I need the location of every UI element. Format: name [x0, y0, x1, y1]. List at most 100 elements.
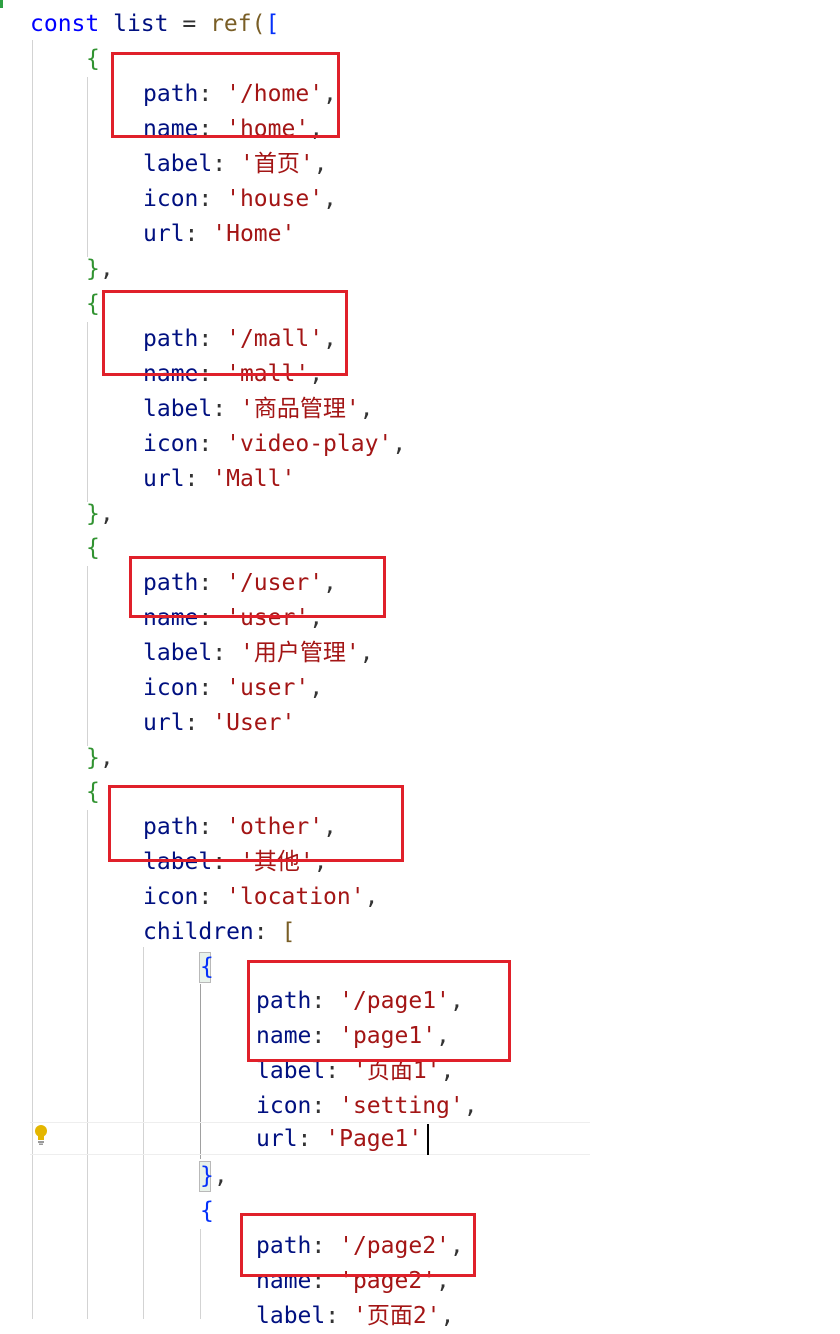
annotation-box-user [129, 556, 386, 618]
prop-value-icon: 'location' [226, 884, 365, 910]
code-line[interactable]: }, [86, 745, 114, 771]
indent-guide [32, 40, 33, 1319]
prop-key-icon: icon [143, 675, 199, 701]
prop-key-label: label [143, 849, 213, 875]
code-line[interactable]: { [200, 1194, 784, 1229]
code-line[interactable]: }, [86, 501, 114, 527]
close-brace: } [86, 256, 100, 282]
open-paren: ( [251, 11, 266, 37]
prop-value-path: 'other' [226, 814, 324, 840]
open-brace: { [86, 779, 100, 805]
prop-value-label: '其他' [239, 849, 314, 875]
prop-value-label: '商品管理' [239, 396, 360, 422]
code-line-current[interactable]: url: 'Page1' [256, 1126, 423, 1152]
code-line[interactable]: label: '用户管理', [143, 640, 374, 666]
prop-key-label: label [256, 1058, 326, 1084]
code-line[interactable]: { [86, 531, 670, 566]
code-line[interactable]: path: '/page2', [256, 1233, 464, 1259]
indent-guide-active [200, 984, 201, 1159]
code-line[interactable]: children: [ [143, 919, 296, 945]
code-line[interactable]: label: '其他', [143, 849, 328, 875]
code-line[interactable]: path: '/mall', [143, 326, 337, 352]
prop-value-label: '页面2' [352, 1303, 441, 1329]
bracket-match-close [199, 1161, 211, 1192]
code-line[interactable]: path: 'other', [143, 814, 337, 840]
prop-key-name: name [256, 1023, 312, 1049]
open-children-bracket: [ [281, 919, 296, 945]
prop-value-icon: 'user' [226, 675, 310, 701]
git-change-marker [0, 0, 3, 8]
code-line[interactable]: icon: 'video-play', [143, 431, 407, 457]
prop-key-name: name [256, 1268, 312, 1294]
prop-value-label: '页面1' [352, 1058, 441, 1084]
bracket-match-open [199, 952, 211, 983]
code-line[interactable]: url: 'Home' [143, 221, 296, 247]
prop-key-icon: icon [143, 431, 199, 457]
code-line[interactable]: label: '页面1', [256, 1058, 455, 1084]
prop-key-icon: icon [143, 884, 199, 910]
prop-value-url: 'User' [212, 710, 296, 736]
prop-key-icon: icon [143, 186, 199, 212]
prop-value-name: 'user' [226, 605, 310, 631]
code-line-declaration[interactable]: const list = ref([ [30, 7, 614, 42]
prop-key-icon: icon [256, 1093, 312, 1119]
code-line[interactable]: url: 'User' [143, 710, 296, 736]
code-line[interactable]: name: 'page1', [256, 1023, 450, 1049]
prop-key-label: label [256, 1303, 326, 1329]
code-line[interactable]: name: 'user', [143, 605, 324, 631]
annotation-box-home [111, 52, 340, 138]
open-brace: { [86, 46, 100, 72]
code-line[interactable]: label: '商品管理', [143, 396, 374, 422]
keyword-const: const [30, 11, 100, 37]
lightbulb-icon[interactable] [34, 1124, 48, 1146]
prop-key-url: url [143, 710, 185, 736]
open-brace: { [200, 1198, 214, 1224]
prop-key-url: url [143, 466, 185, 492]
annotation-box-page2 [240, 1213, 476, 1277]
indent-guide [87, 810, 88, 1319]
indent-guide [87, 77, 88, 257]
function-name: ref [210, 11, 252, 37]
code-line[interactable]: label: '首页', [143, 151, 328, 177]
prop-key-path: path [143, 814, 199, 840]
code-line[interactable]: { [200, 950, 784, 985]
open-brace: { [86, 535, 100, 561]
open-array-bracket: [ [265, 11, 280, 37]
open-brace: { [86, 291, 100, 317]
code-line[interactable]: icon: 'location', [143, 884, 379, 910]
code-line[interactable]: { [86, 775, 670, 810]
code-line[interactable]: icon: 'house', [143, 186, 337, 212]
prop-value-label: '用户管理' [239, 640, 360, 666]
code-line[interactable]: { [86, 287, 670, 322]
code-line[interactable]: icon: 'user', [143, 675, 324, 701]
code-line[interactable]: }, [200, 1163, 228, 1189]
code-line[interactable]: path: '/user', [143, 570, 337, 596]
code-line[interactable]: icon: 'setting', [256, 1093, 478, 1119]
prop-value-icon: 'setting' [339, 1093, 464, 1119]
code-line[interactable]: path: '/page1', [256, 988, 464, 1014]
annotation-box-other [108, 785, 404, 862]
clipped-line-above: · · · [30, 0, 99, 4]
annotation-box-mall [102, 290, 348, 376]
prop-key-path: path [256, 988, 312, 1014]
prop-value-label: '首页' [239, 151, 314, 177]
current-line-highlight [30, 1122, 590, 1155]
code-line[interactable]: { [86, 42, 670, 77]
prop-key-url: url [143, 221, 185, 247]
code-line[interactable]: url: 'Mall' [143, 466, 296, 492]
prop-key-label: label [143, 151, 213, 177]
code-line[interactable]: }, [86, 256, 114, 282]
prop-value-icon: 'house' [226, 186, 324, 212]
prop-value-path: '/mall' [226, 326, 324, 352]
annotation-box-page1 [247, 960, 511, 1062]
close-brace: } [86, 745, 100, 771]
prop-value-url: 'Mall' [212, 466, 296, 492]
code-line[interactable]: label: '页面2', [256, 1303, 455, 1329]
close-brace: } [200, 1163, 214, 1189]
prop-key-children: children [143, 919, 254, 945]
code-line[interactable]: path: '/home', [143, 81, 337, 107]
prop-value-url: 'Home' [212, 221, 296, 247]
indent-guide [200, 1229, 201, 1319]
prop-value-path: '/page1' [339, 988, 450, 1014]
code-editor[interactable]: · · · const list = ref([ { path: '/home'… [0, 0, 590, 1329]
